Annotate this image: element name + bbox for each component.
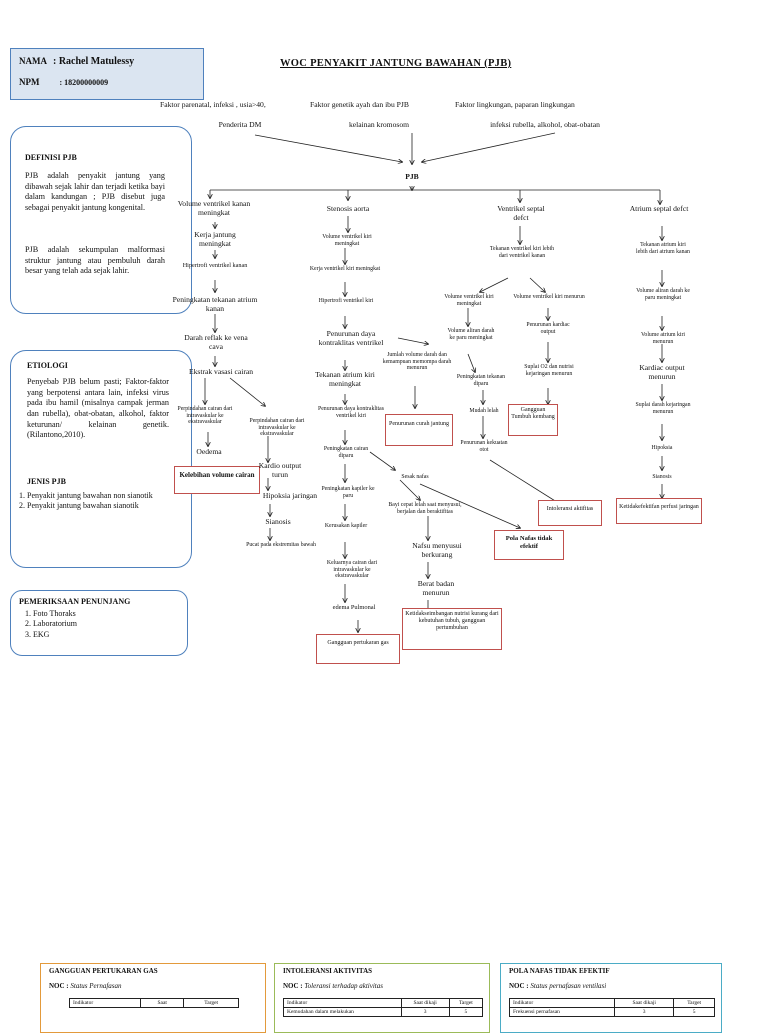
node-c4-c: Volume aliran darah ke paru meningkat: [636, 288, 690, 301]
node-c2-b: Volume ventrikel kiri meningkat: [322, 234, 372, 247]
dx-pola-nafas: Pola Nafas tidak efektif: [494, 530, 564, 560]
node-c4-f: Suplai darah kejaringan menurun: [635, 402, 691, 415]
node-c2-j: Kerusakan kapiler: [324, 523, 368, 529]
dx-perfusi-jaringan: Ketidakefektifan perfusi jaringan: [616, 498, 702, 524]
node-c1-c: Hipertrofi ventrikel kanan: [182, 262, 248, 269]
definisi-text-1: PJB adalah penyakit jantung yang dibawah…: [25, 171, 165, 212]
node-c1-h: Oedema: [196, 447, 222, 456]
node-c2-g: Penurunan daya kontraklitas ventrikel ki…: [318, 406, 385, 419]
factor-2: Faktor genetik ayah dan ibu PJB: [310, 100, 409, 109]
node-c1-g1: Perpindahan cairan dari intravaskular ke…: [177, 406, 233, 426]
pemeriksaan-item: Laboratorium: [33, 619, 181, 629]
node-c1-e: Darah reflak ke vena cava: [184, 333, 248, 351]
dx-kelebihan-volume: Kelebihan volume cairan: [174, 466, 260, 494]
etiologi-heading: ETIOLOGI: [27, 361, 68, 370]
jenis-item: Penyakit jantung bawahan non sianotik: [27, 491, 171, 501]
definisi-text-2: PJB adalah sekumpulan malformasi struktu…: [25, 245, 165, 276]
node-c3-f1: Mudah lelah: [469, 408, 499, 414]
node-c2-l: edema Pulmonal: [332, 604, 376, 611]
node-c1-b: Kerja jantung meningkat: [194, 230, 236, 248]
dx-ketidakseimbangan-nutrisi: Ketidakseimbangan nutrisi kurang dari ke…: [402, 608, 502, 650]
dx-gangguan-tumbuh-kembang: Gangguan Tumbuh kembang: [508, 404, 558, 436]
node-c4-a: Atrium septal defct: [629, 204, 689, 213]
node-c2-bb: Berat badan menurun: [417, 579, 455, 597]
name-label: NAMA: [19, 56, 47, 66]
node-c2-sesak: Sesak nafas: [401, 474, 429, 480]
node-c3-c2: Volume ventrikel kiri menurun: [513, 294, 585, 300]
node-c4-e: Kardiac output menurun: [639, 363, 685, 381]
factor-1b: Penderita DM: [218, 120, 262, 129]
node-c3-d2: Penurunan kardiac output: [526, 322, 570, 335]
node-c3-b: Tekanan ventrikel kiri lebih dari ventri…: [489, 246, 555, 259]
node-c2-e: Penurunan daya kontraklitas ventrikel: [318, 329, 384, 347]
node-c1-d: Peningkatan tekanan atrium kanan: [172, 295, 258, 313]
node-c1-j: Hipoksia jaringan: [262, 491, 318, 500]
node-c1-g2: Perpindahan cairan dari intravaskular ke…: [249, 418, 305, 438]
dx-gangguan-pertukaran-gas: Gangguan pertukaran gas: [316, 634, 400, 664]
node-c1-f: Ekstrak vasasi cairan: [188, 367, 254, 376]
factor-2b: kelainan kromosom: [348, 120, 410, 129]
node-c4-d: Volume atrium kiri menurun: [640, 332, 685, 345]
pjb-node: PJB: [405, 172, 419, 181]
dx-intoleransi-aktifitas: Intoleransi aktifitas: [538, 500, 602, 526]
pemeriksaan-item: Foto Thoraks: [33, 609, 181, 619]
npm-value: : 18200000009: [59, 78, 109, 87]
node-c2-k: Keluarnya cairan dari intravaskular ke e…: [326, 560, 378, 580]
jenis-item: Penyakit jantung bawahan sianotik: [27, 501, 171, 511]
node-c2-bayi: Bayi cepat lelah saat menyusui, berjalan…: [388, 502, 462, 515]
table-heading: POLA NAFAS TIDAK EFEKTIF: [509, 967, 610, 975]
dx-penurunan-curah-jantung: Penurunan curah jantung: [385, 414, 453, 446]
pemeriksaan-panel: PEMERIKSAAN PENUNJANG Foto Thoraks Labor…: [10, 590, 188, 656]
pemeriksaan-item: EKG: [33, 630, 181, 640]
noc-text: Status Pernafasan: [70, 982, 122, 990]
node-c4-g: Hipoksia: [651, 445, 673, 451]
factor-1: Faktor parenatal, infeksi , usia>40,: [160, 100, 266, 109]
factor-3: Faktor lingkungan, paparan lingkungan: [455, 100, 575, 109]
node-c4-h: Sianosis: [652, 474, 672, 480]
node-c1-l: Pucat pada ekstremitas bawah: [246, 542, 316, 548]
table-pola-nafas: POLA NAFAS TIDAK EFEKTIF NOC : Status pe…: [500, 963, 722, 1033]
table-intoleransi-aktivitas: INTOLERANSI AKTIVITAS NOC : Toleransi te…: [274, 963, 490, 1033]
node-c3-d1: Volume aliran darah ke paru meningkat: [447, 328, 495, 341]
node-c3-a: Ventrikel septal defct: [497, 204, 545, 222]
npm-label: NPM: [19, 77, 40, 87]
node-c2-h: Peningkatan cairan diparu: [323, 446, 369, 459]
definisi-panel: DEFINISI PJB PJB adalah penyakit jantung…: [10, 126, 192, 314]
pemeriksaan-heading: PEMERIKSAAN PENUNJANG: [19, 597, 131, 606]
page-title: WOC PENYAKIT JANTUNG BAWAHAN (PJB): [280, 58, 512, 69]
noc-text: Status pernafasan ventilasi: [530, 982, 607, 990]
table-gangguan-pertukaran-gas: GANGGUAN PERTUKARAN GAS NOC : Status Per…: [40, 963, 266, 1033]
node-c3-e1: Peningkatan tekanan diparu: [456, 374, 506, 387]
node-c3-g1: Penurunan kekuatan otot: [460, 440, 508, 453]
node-c3-c1: Volume ventrikel kiri meningkat: [444, 294, 494, 307]
noc-text: Toleransi terhadap aktivitas: [304, 982, 383, 990]
node-c1-a: Volume ventrikel kanan meningkat: [177, 199, 251, 217]
identity-box: NAMA : Rachel Matulessy NPM : 18200000009: [10, 48, 204, 100]
node-c2-nafsu: Nafsu menyusui berkurang: [412, 541, 462, 559]
node-c3-e2: Suplai O2 dan nutrisi kejaringan menurun: [524, 364, 574, 377]
node-c2-f: Tekanan atrium kiri meningkat: [315, 370, 375, 388]
table-heading: GANGGUAN PERTUKARAN GAS: [49, 967, 158, 975]
name-value: : Rachel Matulessy: [53, 56, 135, 67]
node-c2-i: Peningkatan kapiler ke paru: [321, 486, 375, 499]
node-c2-a: Stenosis aorta: [326, 204, 370, 213]
node-c1-i: Kardio output turun: [258, 461, 302, 479]
node-c2-side: Jumlah volume darah dan kemampuan memomp…: [382, 352, 452, 372]
etiologi-panel: ETIOLOGI Penyebab PJB belum pasti; Fakto…: [10, 350, 192, 568]
jenis-heading: JENIS PJB: [27, 477, 66, 486]
definisi-heading: DEFINISI PJB: [25, 153, 77, 162]
node-c4-b: Tekanan atrium kiri lebih dari atrium ka…: [636, 242, 690, 255]
node-c2-d: Hipertrofi ventrikel kiri: [318, 298, 374, 304]
node-c2-c: Kerja ventrikel kiri meningkat: [309, 266, 381, 272]
node-c1-k: Sianosis: [265, 517, 291, 526]
etiologi-text: Penyebab PJB belum pasti; Faktor-faktor …: [27, 377, 169, 440]
table-heading: INTOLERANSI AKTIVITAS: [283, 967, 373, 975]
factor-3b: infeksi rubella, alkohol, obat-obatan: [490, 120, 600, 129]
